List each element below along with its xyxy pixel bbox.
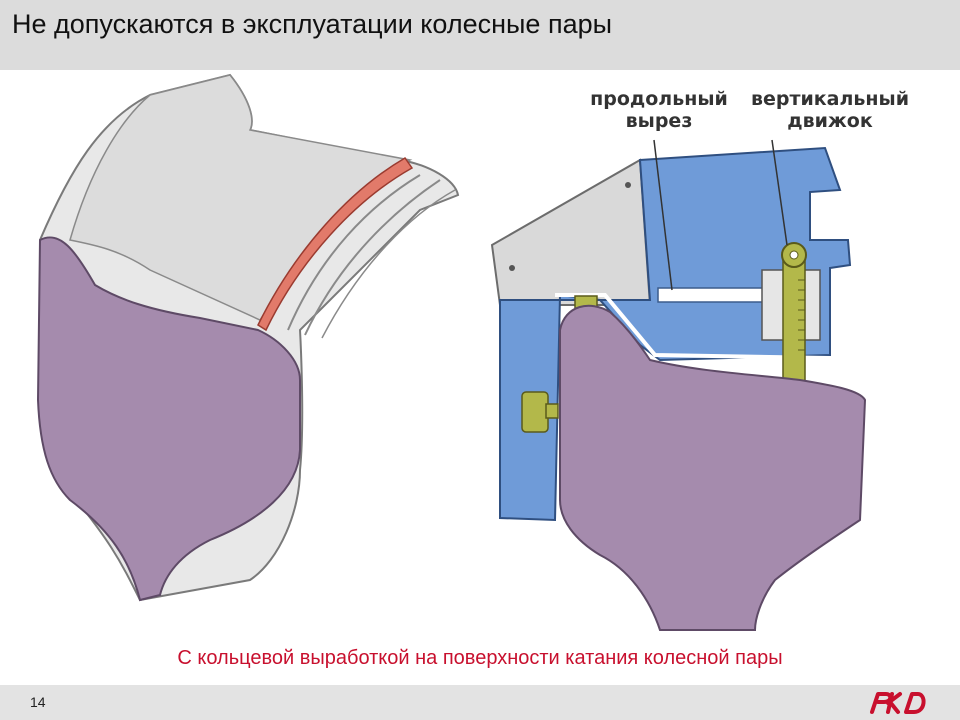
footer-bar <box>0 685 960 720</box>
slider-scale-ticks <box>798 279 805 351</box>
label-vertical-slider-text: вертикальный движок <box>750 88 910 132</box>
flange-ridge-2 <box>304 179 441 336</box>
gauge-profile-cut <box>555 293 831 360</box>
title-bar <box>0 0 960 70</box>
circular-wear-groove <box>257 157 414 332</box>
slide-caption: С кольцевой выработкой на поверхности ка… <box>177 647 783 669</box>
flange-ridge-3 <box>321 189 456 339</box>
label-longitudinal-cut-text: продольный вырез <box>590 88 728 132</box>
leader-vertical-slider <box>771 139 788 246</box>
rzd-logo-icon <box>870 692 926 714</box>
flange-ridge-1 <box>287 174 421 331</box>
slide-title: Не допускаются в эксплуатации колесные п… <box>12 9 613 39</box>
wheel-cross-section <box>36 236 301 602</box>
gauge-rivet-1 <box>509 265 515 271</box>
clamp-screw <box>521 391 549 433</box>
label-vertical-slider: вертикальный движок <box>740 88 920 132</box>
longitudinal-slot <box>657 287 769 303</box>
clamp-screw-shaft <box>545 403 559 419</box>
wheel-wear-illustration <box>36 73 867 631</box>
wheel-rim-section <box>36 73 460 602</box>
gauge-rivet-2 <box>625 182 631 188</box>
leader-longitudinal-cut <box>653 139 673 291</box>
measuring-gauge <box>490 139 867 631</box>
gauge-top-plate <box>490 158 652 306</box>
measured-wheel-profile <box>559 304 867 631</box>
page-number: 14 <box>30 694 46 710</box>
vertical-slider-knob-center <box>789 250 799 260</box>
label-longitudinal-cut: продольный вырез <box>588 88 730 132</box>
